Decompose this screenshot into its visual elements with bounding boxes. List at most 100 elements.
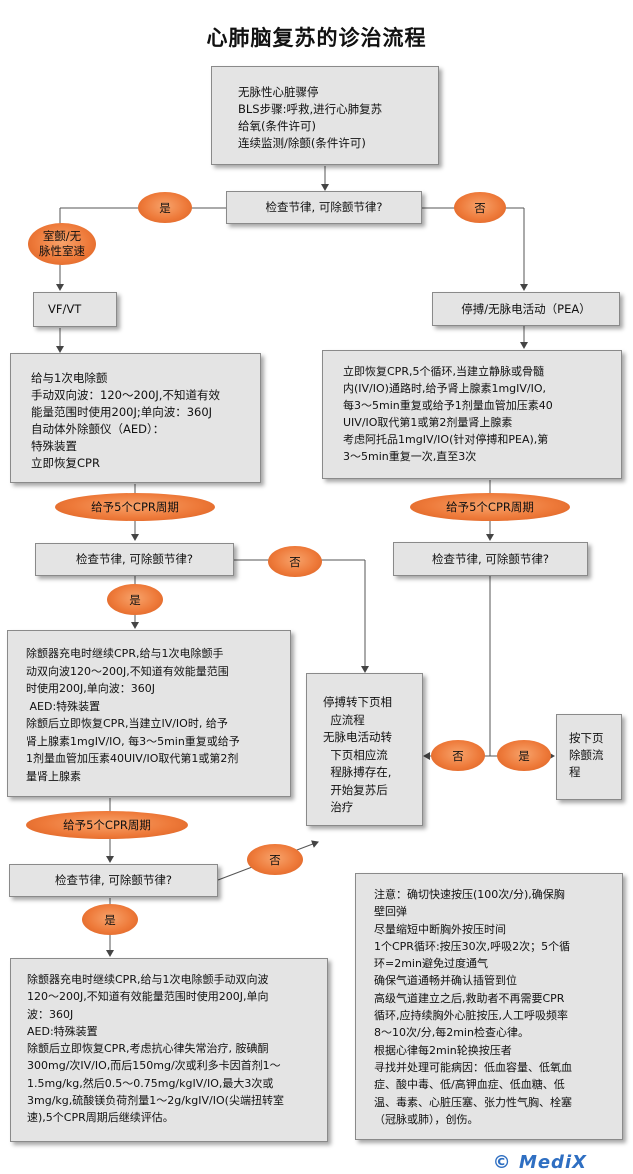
oval-text: 给予5个CPR周期 bbox=[446, 500, 534, 514]
box-line: 时使用200J,单向波：360J bbox=[26, 682, 155, 695]
oval-text: 否 bbox=[452, 748, 464, 763]
oval-text: 室颤/无 bbox=[42, 229, 82, 243]
vf-vt-label-oval: 室颤/无 脉性室速 bbox=[28, 223, 96, 265]
box-line: 循环,应持续胸外心脏按压,人工呼吸频率 bbox=[374, 1009, 568, 1023]
box-line: 除颤器充电时继续CPR,给与1次电除颤手 bbox=[26, 647, 224, 660]
oval-text: 否 bbox=[269, 852, 281, 867]
box-line: 120～200J,不知道有效能量范围时使用200J,单向 bbox=[27, 990, 269, 1004]
box-line: 寻找并处理可能病因：低血容量、低氧血 bbox=[374, 1060, 572, 1074]
box-line: 1.5mg/kg,然后0.5～0.75mg/kgIV/IO,最大3次或 bbox=[27, 1076, 274, 1090]
oval-text: 是 bbox=[518, 748, 530, 763]
cpr-cycles-oval-left-1: 给予5个CPR周期 bbox=[55, 493, 215, 521]
no-oval: 否 bbox=[454, 192, 506, 223]
box-line: 无脉电活动转 bbox=[323, 730, 392, 744]
box-line: 无脉性心脏骤停 bbox=[238, 85, 319, 99]
box-line: 治疗 bbox=[323, 800, 354, 814]
box-line: 程脉搏存在, bbox=[323, 765, 392, 779]
box-line: 下页相应流 bbox=[323, 747, 388, 762]
box-line: 速),5个CPR周期后继续评估。 bbox=[27, 1111, 174, 1125]
box-line: 肾上腺素1mgIV/IO, 每3～5min重复或给予 bbox=[26, 734, 240, 748]
box-line: 3～5min重复一次,直至3次 bbox=[343, 450, 477, 463]
box-text: 检查节律, 可除颤节律? bbox=[432, 551, 549, 566]
box-line: 高级气道建立之后,救助者不再需要CPR bbox=[374, 991, 565, 1005]
notes-box: 注意：确切快速按压(100次/分),确保胸 壁回弹 尽量缩短中断胸外按压时间 1… bbox=[355, 873, 623, 1140]
box-line: 停搏转下页相 bbox=[323, 695, 392, 709]
box-line: 量肾上腺素 bbox=[26, 769, 81, 783]
box-line: 动双向波120～200J,不知道有效能量范围 bbox=[26, 664, 229, 678]
cpr-cycles-oval-left-2: 给予5个CPR周期 bbox=[26, 811, 188, 839]
box-text: VF/VT bbox=[48, 302, 82, 316]
box-line: 开始复苏后 bbox=[323, 782, 388, 797]
box-line: 除颤流 bbox=[569, 748, 604, 762]
yes-oval: 是 bbox=[138, 192, 192, 223]
vf-vt-box: VF/VT bbox=[33, 292, 117, 327]
check-rhythm-box-3: 检查节律, 可除颤节律? bbox=[9, 864, 218, 897]
oval-text: 否 bbox=[289, 554, 301, 569]
oval-text: 给予5个CPR周期 bbox=[91, 500, 179, 514]
next-page-defib-box: 按下页 除颤流 程 bbox=[556, 714, 622, 800]
box-line: 特殊装置 bbox=[31, 439, 77, 453]
no-oval: 否 bbox=[268, 546, 322, 577]
antiarrhythmic-box: 除颤器充电时继续CPR,给与1次电除颤手动双向波 120～200J,不知道有效能… bbox=[10, 958, 328, 1142]
box-text: 检查节律, 可除颤节律? bbox=[265, 200, 383, 214]
oval-text: 给予5个CPR周期 bbox=[63, 818, 151, 832]
box-line: 立即恢复CPR bbox=[31, 456, 100, 470]
box-line: UIV/IO取代第1或第2剂量肾上腺素 bbox=[343, 416, 513, 429]
oval-text: 否 bbox=[474, 200, 486, 215]
box-text: 检查节律, 可除颤节律? bbox=[55, 873, 172, 887]
box-line: 波：360J bbox=[27, 1007, 74, 1021]
cardiac-arrest-box: 无脉性心脏骤停 BLS步骤:呼救,进行心肺复苏 给氧(条件许可) 连续监测/除颤… bbox=[211, 66, 439, 165]
box-line: 注意：确切快速按压(100次/分),确保胸 bbox=[374, 888, 565, 901]
pea-treatment-box: 立即恢复CPR,5个循环,当建立静脉或骨髓 内(IV/IO)通路时,给予肾上腺素… bbox=[322, 350, 622, 479]
box-line: AED:特殊装置 bbox=[26, 699, 101, 713]
box-line: （冠脉或肺），创伤。 bbox=[374, 1112, 479, 1126]
box-line: 环=2min避免过度通气 bbox=[374, 957, 488, 971]
box-line: 应流程 bbox=[323, 712, 365, 727]
oval-text: 脉性室速 bbox=[39, 244, 85, 258]
box-line: 尽量缩短中断胸外按压时间 bbox=[374, 922, 506, 936]
box-line: 考虑阿托品1mgIV/IO(针对停搏和PEA),第 bbox=[343, 433, 549, 446]
box-text: 检查节律, 可除颤节律? bbox=[76, 552, 193, 566]
cpr-cycles-oval-right: 给予5个CPR周期 bbox=[410, 493, 570, 521]
box-line: 3mg/kg,硫酸镁负荷剂量1～2g/kgIV/IO(尖端扭转室 bbox=[27, 1094, 284, 1108]
box-line: 立即恢复CPR,5个循环,当建立静脉或骨髓 bbox=[343, 365, 544, 378]
oval-text: 是 bbox=[159, 200, 171, 215]
box-line: 给与1次电除颤 bbox=[31, 371, 108, 385]
box-line: 8～10次/分,每2min检查心律。 bbox=[374, 1026, 529, 1040]
box-line: AED:特殊装置 bbox=[27, 1024, 98, 1038]
second-defibrillation-box: 除颤器充电时继续CPR,给与1次电除颤手 动双向波120～200J,不知道有效能… bbox=[7, 630, 291, 797]
asystole-redirect-box: 停搏转下页相 应流程 无脉电活动转 下页相应流 程脉搏存在, 开始复苏后 治疗 bbox=[306, 673, 423, 826]
box-line: BLS步骤:呼救,进行心肺复苏 bbox=[238, 102, 383, 116]
box-line: 给氧(条件许可) bbox=[238, 119, 316, 133]
box-line: 除颤后立即恢复CPR,考虑抗心律失常治疗, 胺碘酮 bbox=[27, 1042, 269, 1056]
box-line: 根据心律每2min轮换按压者 bbox=[374, 1043, 512, 1057]
box-line: 除颤后立即恢复CPR,当建立IV/IO时, 给予 bbox=[26, 717, 228, 730]
yes-oval: 是 bbox=[497, 740, 551, 771]
box-line: 300mg/次IV/IO,而后150mg/次或利多卡因首剂1～ bbox=[27, 1059, 281, 1073]
oval-text: 是 bbox=[104, 912, 116, 927]
check-rhythm-box-2: 检查节律, 可除颤节律? bbox=[35, 543, 234, 576]
asystole-pea-box: 停搏/无脉电活动（PEA） bbox=[432, 292, 620, 326]
box-line: 壁回弹 bbox=[374, 905, 407, 919]
box-line: 温、毒素、心脏压塞、张力性气胸、栓塞 bbox=[374, 1095, 572, 1109]
box-line: 1个CPR循环:按压30次,呼吸2次；5个循 bbox=[374, 939, 571, 953]
check-rhythm-box-right: 检查节律, 可除颤节律? bbox=[393, 542, 588, 576]
yes-oval: 是 bbox=[82, 904, 138, 935]
check-rhythm-box-1: 检查节律, 可除颤节律? bbox=[226, 191, 422, 224]
no-oval: 否 bbox=[247, 844, 303, 875]
box-line: 症、酸中毒、低/高钾血症、低血糖、低 bbox=[374, 1078, 565, 1092]
box-line: 能量范围时使用200J;单向波：360J bbox=[31, 405, 213, 419]
first-defibrillation-box: 给与1次电除颤 手动双向波：120～200J,不知道有效 能量范围时使用200J… bbox=[10, 353, 261, 483]
box-line: 每3～5min重复或给予1剂量血管加压素40 bbox=[343, 399, 553, 412]
box-line: 手动双向波：120～200J,不知道有效 bbox=[31, 388, 220, 402]
page-title: 心肺脑复苏的诊治流程 bbox=[206, 26, 427, 50]
box-line: 内(IV/IO)通路时,给予肾上腺素1mgIV/IO, bbox=[343, 382, 547, 395]
box-text: 停搏/无脉电活动（PEA） bbox=[461, 301, 591, 316]
oval-text: 是 bbox=[129, 592, 141, 607]
box-line: 1剂量血管加压素40UIV/IO取代第1或第2剂 bbox=[26, 752, 239, 765]
box-line: 程 bbox=[569, 765, 581, 779]
box-line: 按下页 bbox=[569, 731, 604, 745]
no-oval: 否 bbox=[431, 740, 485, 771]
box-line: 自动体外除颤仪（AED）： bbox=[31, 422, 165, 436]
yes-oval: 是 bbox=[107, 584, 163, 615]
